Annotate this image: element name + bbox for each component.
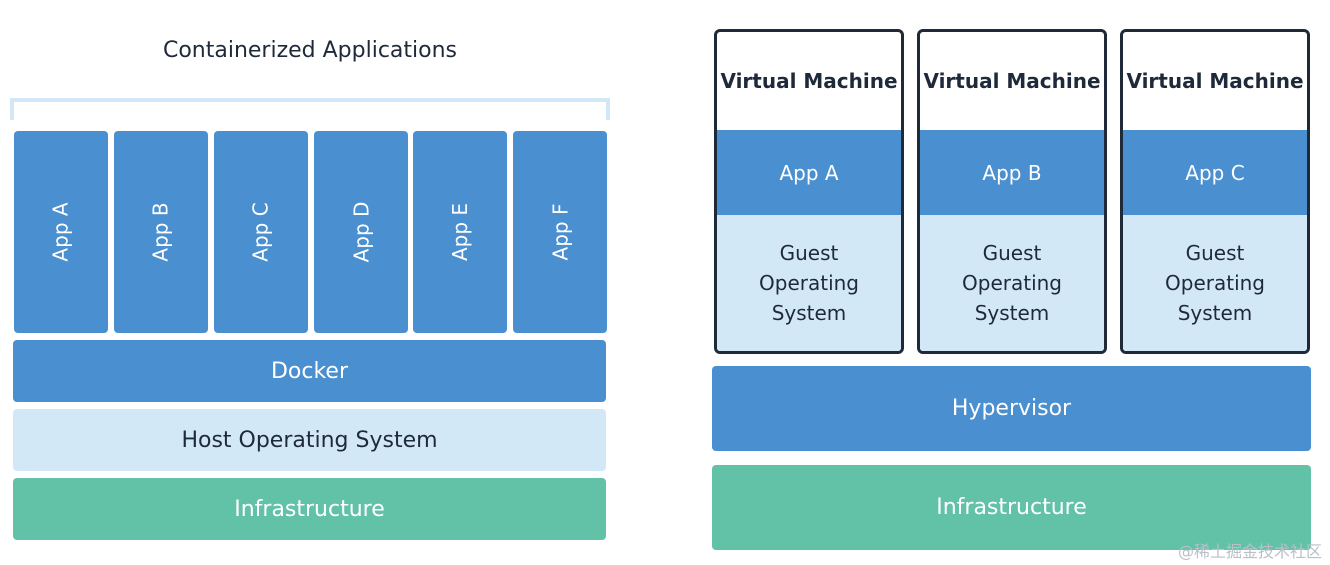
app-label: App F: [548, 203, 572, 261]
guest-os: Guest Operating System: [920, 215, 1104, 351]
virtual-machine-a: Virtual Machine App A Guest Operating Sy…: [714, 29, 904, 354]
app-label: App B: [149, 202, 173, 262]
virtual-machine-c: Virtual Machine App C Guest Operating Sy…: [1120, 29, 1310, 354]
app-label: App E: [447, 202, 472, 262]
left-infrastructure-layer: Infrastructure: [13, 478, 606, 540]
host-os-layer: Host Operating System: [13, 409, 606, 471]
containers-bracket: [10, 98, 610, 120]
container-app-c: App C: [214, 131, 308, 333]
watermark: @稀土掘金技术社区: [1177, 542, 1322, 561]
container-app-d: App D: [314, 131, 408, 333]
virtual-machine-b: Virtual Machine App B Guest Operating Sy…: [917, 29, 1107, 354]
vm-app: App B: [920, 130, 1104, 215]
containerized-title: Containerized Applications: [162, 38, 458, 63]
vm-title: Virtual Machine: [720, 69, 898, 93]
vm-app: App A: [717, 130, 901, 215]
app-label: App C: [249, 202, 273, 262]
container-app-f: App F: [513, 131, 607, 333]
vm-title: Virtual Machine: [1126, 69, 1304, 93]
container-app-e: App E: [413, 131, 507, 333]
app-label: App A: [49, 202, 73, 262]
guest-os: Guest Operating System: [717, 215, 901, 351]
hypervisor-layer: Hypervisor: [712, 366, 1311, 451]
docker-layer: Docker: [13, 340, 606, 402]
guest-os: Guest Operating System: [1123, 215, 1307, 351]
right-infrastructure-layer: Infrastructure: [712, 465, 1311, 550]
app-label: App D: [349, 201, 373, 263]
container-app-b: App B: [114, 131, 208, 333]
vm-title: Virtual Machine: [923, 69, 1101, 93]
container-app-a: App A: [14, 131, 108, 333]
vm-app: App C: [1123, 130, 1307, 215]
